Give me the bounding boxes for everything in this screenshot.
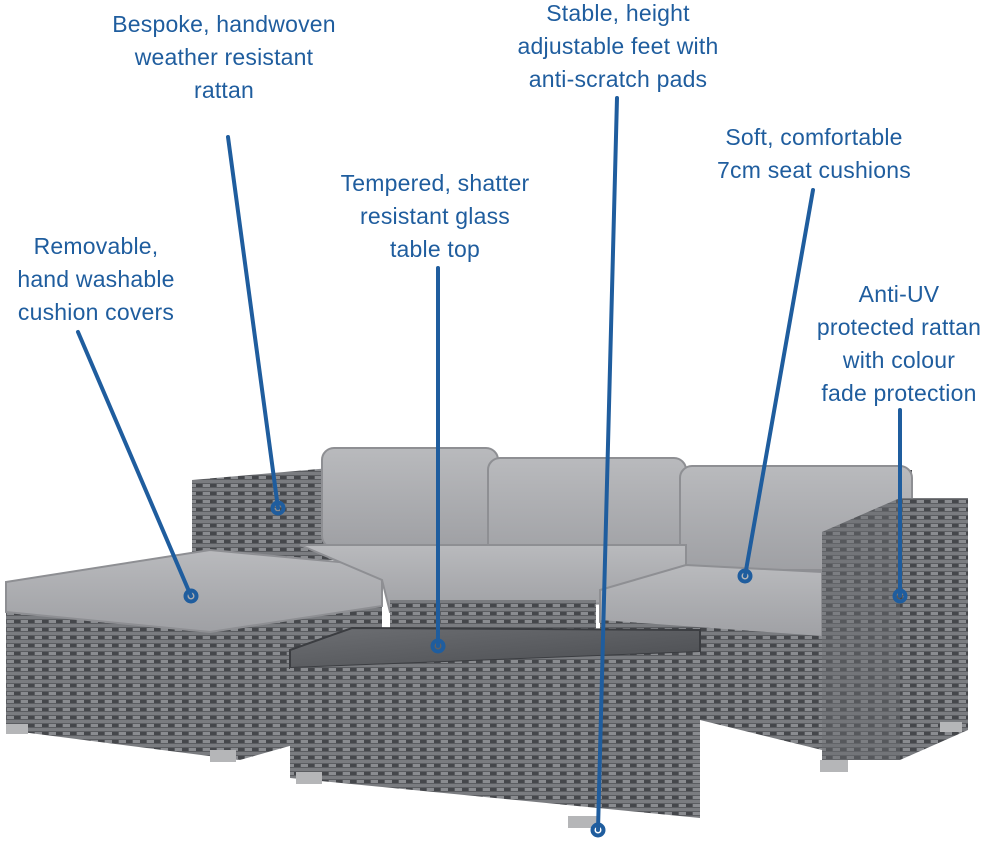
callout-line-feet	[596, 96, 619, 832]
callout-line-text: Bespoke, handwoven	[112, 11, 336, 37]
endpoint-glass-top	[430, 638, 446, 654]
callout-line-text: protected rattan	[816, 314, 982, 340]
callout-line-rattan-weave	[226, 135, 280, 510]
callout-rattan-weave: Bespoke, handwoven weather resistant rat…	[94, 8, 354, 107]
callout-anti-uv: Anti-UV protected rattan with colour fad…	[798, 278, 1000, 410]
callout-line-text: Soft, comfortable	[725, 124, 903, 150]
callout-line-text: cushion covers	[17, 299, 175, 325]
right-armrest	[820, 498, 968, 772]
endpoint-feet	[590, 822, 606, 838]
callout-line-text: with colour	[842, 347, 956, 373]
callout-line-seat-cushions	[743, 188, 815, 578]
chaise-lounge	[5, 548, 383, 762]
callout-line-text: Stable, height	[546, 0, 690, 26]
callout-line-text: weather resistant	[134, 44, 314, 70]
callout-lines	[76, 96, 902, 832]
callout-line-text: Removable,	[33, 233, 159, 259]
callout-line-text: 7cm seat cushions	[717, 157, 911, 183]
callout-line-text: resistant glass	[359, 203, 510, 229]
callout-line-cushion-covers	[76, 330, 193, 598]
callout-feet: Stable, height adjustable feet with anti…	[486, 0, 750, 96]
callout-line-text: adjustable feet with	[517, 33, 719, 59]
callout-line-text: rattan	[193, 77, 254, 103]
callout-cushion-covers: Removable, hand washable cushion covers	[0, 230, 192, 329]
endpoint-rattan-weave	[270, 500, 286, 516]
endpoint-cushion-covers	[183, 588, 199, 604]
endpoint-anti-uv	[892, 588, 908, 604]
callout-line-text: Anti-UV	[858, 281, 940, 307]
callout-endpoints	[183, 500, 908, 838]
callout-line-text: Tempered, shatter	[340, 170, 530, 196]
coffee-table	[289, 626, 701, 828]
callout-line-text: anti-scratch pads	[528, 66, 708, 92]
callout-glass-top: Tempered, shatter resistant glass table …	[316, 167, 554, 266]
callout-seat-cushions: Soft, comfortable 7cm seat cushions	[684, 121, 944, 187]
endpoint-seat-cushions	[737, 568, 753, 584]
callout-line-text: hand washable	[17, 266, 175, 292]
callout-line-text: table top	[389, 236, 481, 262]
callout-line-text: fade protection	[821, 380, 977, 406]
